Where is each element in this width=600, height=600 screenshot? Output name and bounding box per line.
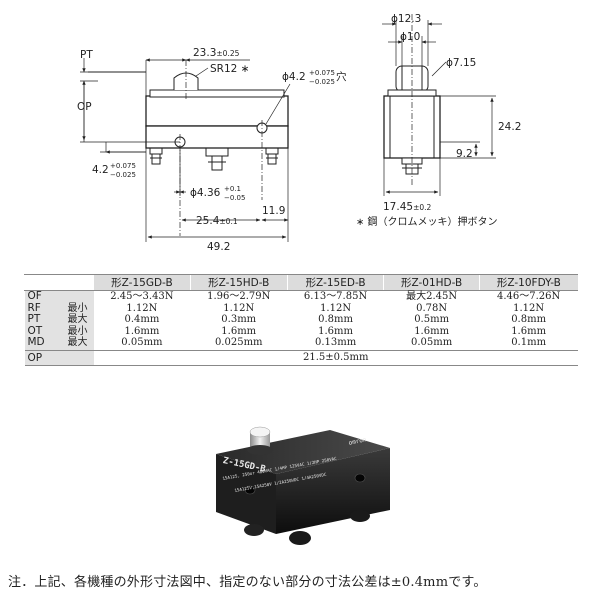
table-cell: 0.8mm	[318, 314, 353, 326]
row-label: OF	[24, 290, 94, 303]
front-view	[80, 58, 291, 242]
dim-12-3: ϕ12.3	[391, 13, 421, 25]
dim-7-15: ϕ7.15	[446, 57, 476, 69]
dim-4-36-tol-plus: +0.1	[224, 185, 241, 193]
table-cell: 1.6mm	[124, 325, 160, 337]
table-cell: 0.5mm	[414, 314, 450, 326]
dim-24-2: 24.2	[498, 121, 521, 133]
table-cell: 1.6mm	[414, 325, 450, 337]
table-cell: 0.8mm	[511, 314, 547, 326]
op-value-cell: 21.5±0.5mm	[93, 349, 578, 366]
table-row: OF 2.45～3.43N 1.96～2.79N 6.13～7.85N 最大2.…	[24, 290, 579, 303]
spec-table: 形Z-15GD-B 形Z-15HD-B 形Z-15ED-B 形Z-01HD-B …	[24, 274, 578, 366]
header-z15hd: 形Z-15HD-B	[189, 274, 288, 291]
table-cell: 4.46～7.26N	[496, 291, 561, 302]
hole-tol-minus: −0.025	[309, 78, 335, 86]
header-z15gd: 形Z-15GD-B	[93, 274, 191, 291]
table-cell: 1.96～2.79N	[207, 291, 271, 302]
dim-4-2-tol-minus: −0.025	[110, 171, 136, 179]
table-cell: 1.12N	[320, 302, 352, 314]
dim-9-2: 9.2	[456, 148, 473, 160]
header-z15ed: 形Z-15ED-B	[286, 274, 384, 291]
terminal-right	[265, 147, 279, 165]
dim-25-4: 25.4±0.1	[196, 215, 238, 227]
table-cell: 2.45～3.43N	[110, 291, 174, 302]
header-z01hd: 形Z-01HD-B	[383, 274, 480, 291]
footnote: 注．上記、各機種の外形寸法図中、指定のない部分の寸法公差は±0.4mmです。	[8, 575, 487, 590]
dim-4-2: 4.2	[92, 164, 109, 176]
dim-11-9: 11.9	[262, 205, 285, 217]
switch-body	[145, 95, 289, 127]
table-header-row: 形Z-15GD-B 形Z-15HD-B 形Z-15ED-B 形Z-01HD-B …	[24, 274, 578, 291]
dim-4-36: ϕ4.36	[190, 187, 221, 199]
table-corner	[24, 274, 94, 291]
front-view-labels: PT OP 23.3±0.25 SR12 ∗ ϕ4.2 +0.075 −0.02…	[77, 47, 347, 253]
dim-23-3: 23.3±0.25	[193, 47, 240, 59]
pt-label: PT	[80, 49, 93, 61]
table-cell: 0.13mm	[314, 337, 357, 349]
terminal-left	[149, 147, 163, 165]
terminal-middle	[205, 147, 229, 171]
table-cell: 1.12N	[223, 302, 255, 314]
table-cell: 1.6mm	[221, 325, 257, 337]
table-cell: 0.05mm	[411, 337, 453, 349]
dim-10: ϕ10	[400, 31, 420, 43]
table-cell: 1.12N	[126, 302, 158, 314]
product-photo: Z-15GD-B omron 15A125, 250or 480VAC 1/4H…	[210, 418, 396, 550]
table-cell: 0.025mm	[214, 337, 263, 349]
header-z10fdy: 形Z-10FDY-B	[478, 274, 578, 291]
dim-17-45: 17.45±0.2	[383, 201, 432, 213]
hole-dia-label: ϕ4.2	[282, 71, 306, 83]
op-label-cell: OP	[24, 349, 94, 366]
side-note: ∗ 鋼（クロムメッキ）押ボタン	[356, 215, 498, 228]
table-cell: 6.13～7.85N	[303, 291, 368, 302]
table-cell: 0.1mm	[511, 337, 547, 349]
table-cell: 0.4mm	[124, 314, 160, 326]
table-cell: 1.6mm	[511, 325, 547, 337]
table-cell: 0.78N	[416, 302, 448, 314]
op-label: OP	[77, 101, 92, 113]
side-view	[382, 14, 496, 196]
table-cell: 1.6mm	[318, 325, 353, 337]
dimension-drawing: PT OP 23.3±0.25 SR12 ∗ ϕ4.2 +0.075 −0.02…	[77, 13, 521, 253]
op-row: OP 21.5±0.5mm	[24, 349, 578, 366]
table-cell: 最大2.45N	[406, 291, 458, 302]
table-cell: 0.05mm	[121, 337, 163, 349]
dim-49-2: 49.2	[207, 241, 230, 253]
table-cell: 1.12N	[513, 302, 545, 314]
dim-4-36-tol-minus: −0.05	[224, 194, 245, 202]
body-top-step	[149, 89, 285, 98]
sr12-label: SR12 ∗	[210, 63, 249, 75]
side-view-labels: ϕ12.3 ϕ10 ϕ7.15 24.2 9.2 17.45±0.2 ∗ 鋼（ク…	[356, 13, 521, 228]
hole-tol-plus: +0.075	[309, 69, 335, 77]
table-cell: 0.3mm	[221, 314, 257, 326]
dim-4-2-tol-plus: +0.075	[110, 162, 136, 170]
hole-suffix: 穴	[336, 70, 347, 83]
